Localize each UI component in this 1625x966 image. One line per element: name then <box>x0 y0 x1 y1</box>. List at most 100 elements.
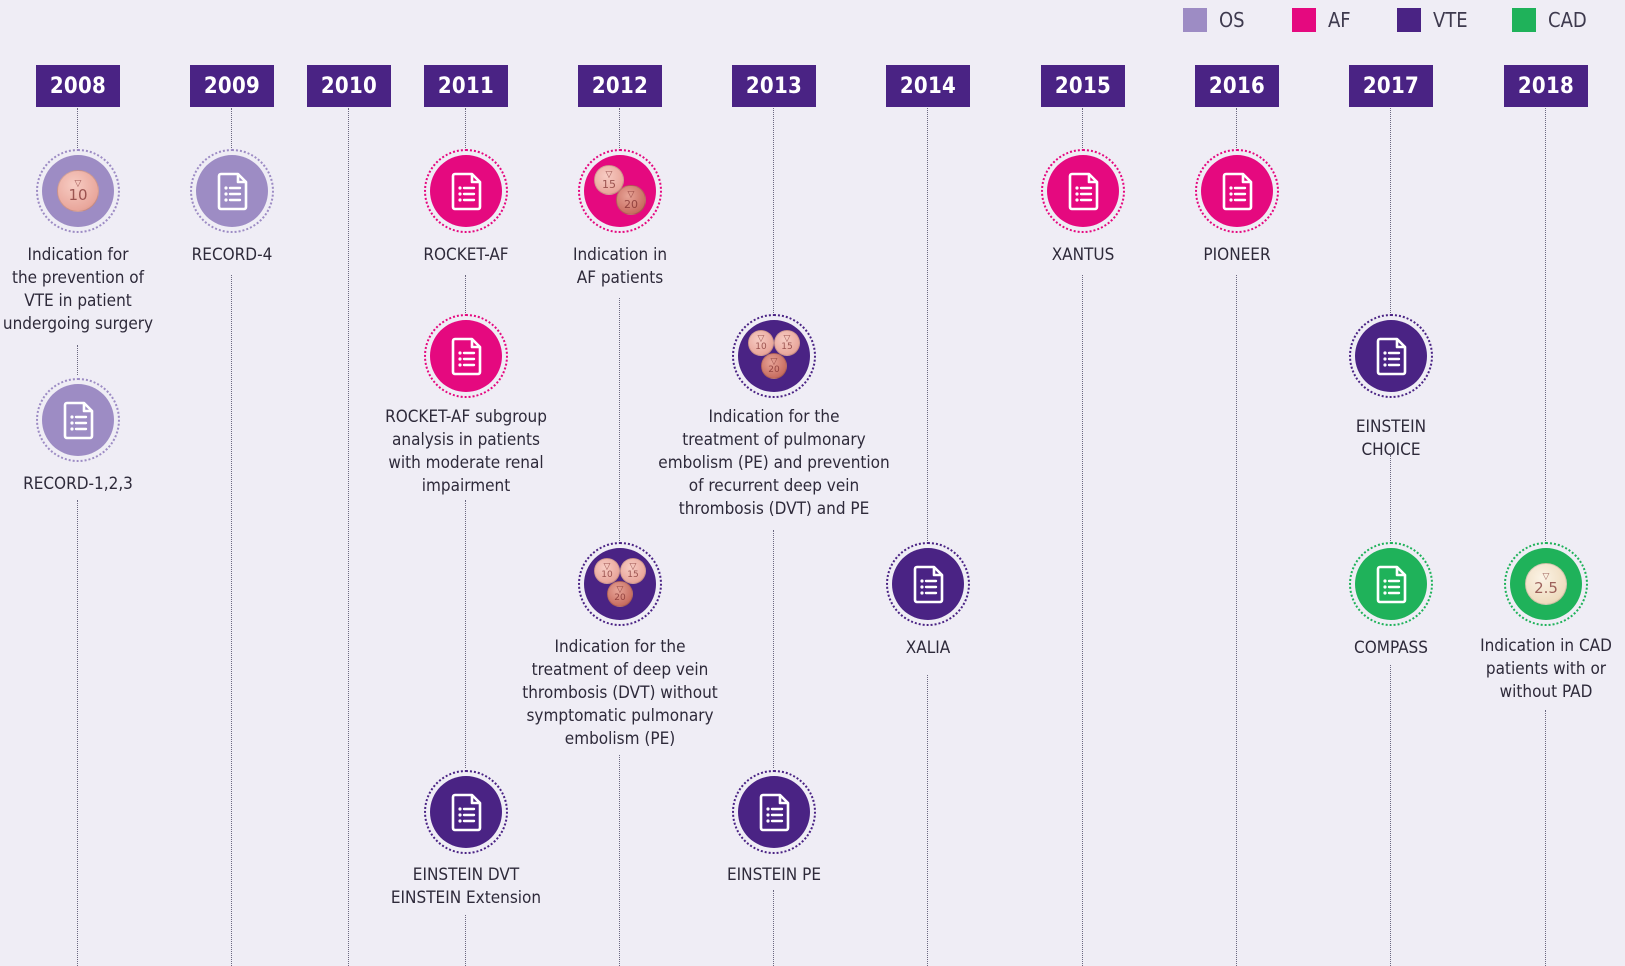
tablet-20: ▽20 <box>607 581 633 607</box>
pill-icon: ▽10 <box>42 155 114 227</box>
year-label-2009: 2009 <box>190 65 274 107</box>
node-disc <box>1355 320 1427 392</box>
node-disc: ▽10▽15▽20 <box>584 548 656 620</box>
node-ring <box>36 149 120 233</box>
event-node-vte <box>424 770 508 854</box>
year-label-2012: 2012 <box>578 65 662 107</box>
node-disc <box>738 776 810 848</box>
node-ring <box>732 770 816 854</box>
node-ring <box>1504 542 1588 626</box>
event-label: EINSTEIN PE <box>726 865 821 885</box>
node-disc <box>430 776 502 848</box>
legend-label: CAD <box>1548 8 1587 32</box>
event-label: Indication in CAD patients with or witho… <box>1480 636 1612 702</box>
node-ring <box>424 149 508 233</box>
document-icon <box>1374 564 1408 604</box>
timeline-connector-2012 <box>619 755 620 966</box>
timeline-connector-2013 <box>773 108 774 313</box>
event-node-cad: ▽2.5 <box>1504 542 1588 626</box>
year-label-2011: 2011 <box>424 65 508 107</box>
legend-item-vte: VTE <box>1397 6 1468 34</box>
node-disc: ▽2.5 <box>1510 548 1582 620</box>
year-label-2008: 2008 <box>36 65 120 107</box>
tablet-2-5: ▽2.5 <box>1525 563 1567 605</box>
pill-icon: ▽10▽15▽20 <box>584 548 656 620</box>
node-ring <box>886 542 970 626</box>
node-disc <box>42 384 114 456</box>
timeline-connector-2011 <box>465 915 466 966</box>
legend-swatch <box>1292 8 1316 32</box>
document-icon <box>449 336 483 376</box>
event-node-vte: ▽10▽15▽20 <box>578 542 662 626</box>
node-ring <box>424 314 508 398</box>
event-node-af <box>424 314 508 398</box>
document-icon <box>1220 171 1254 211</box>
pill-icon: ▽2.5 <box>1510 548 1582 620</box>
node-ring <box>1041 149 1125 233</box>
timeline-connector-2018 <box>1545 710 1546 966</box>
tablet-15: ▽15 <box>620 558 646 584</box>
node-disc <box>1355 548 1427 620</box>
document-icon <box>1066 171 1100 211</box>
document-icon <box>911 564 945 604</box>
timeline-connector-2008 <box>77 108 78 148</box>
timeline-connector-2015 <box>1082 108 1083 148</box>
event-node-cad <box>1349 542 1433 626</box>
node-disc <box>430 155 502 227</box>
timeline-connector-2008 <box>77 345 78 375</box>
timeline-connector-2009 <box>231 108 232 148</box>
node-ring <box>36 378 120 462</box>
event-node-os <box>36 378 120 462</box>
timeline-connector-2013 <box>773 890 774 966</box>
event-label: EINSTEIN CHOICE <box>1355 417 1427 460</box>
event-label: PIONEER <box>1203 245 1271 265</box>
event-label: XALIA <box>905 638 951 658</box>
tablet-20: ▽20 <box>761 353 787 379</box>
tablet-20: ▽20 <box>616 185 646 215</box>
tablet-10: ▽10 <box>57 170 99 212</box>
year-label-2014: 2014 <box>886 65 970 107</box>
event-label: ROCKET-AF subgroup analysis in patients … <box>385 407 547 496</box>
legend-label: AF <box>1328 8 1351 32</box>
node-disc <box>1201 155 1273 227</box>
year-label-2017: 2017 <box>1349 65 1433 107</box>
event-node-af: ▽15▽20 <box>578 149 662 233</box>
legend-label: OS <box>1219 8 1245 32</box>
event-label: ROCKET-AF <box>423 245 509 265</box>
document-icon <box>1374 336 1408 376</box>
year-label-2010: 2010 <box>307 65 391 107</box>
timeline-connector-2013 <box>773 530 774 768</box>
timeline-connector-2012 <box>619 108 620 148</box>
node-ring <box>190 149 274 233</box>
legend-swatch <box>1397 8 1421 32</box>
event-label: RECORD-4 <box>191 245 273 265</box>
document-icon <box>449 171 483 211</box>
timeline-connector-2017 <box>1390 455 1391 541</box>
legend-item-cad: CAD <box>1512 6 1587 34</box>
timeline-connector-2017 <box>1390 108 1391 313</box>
document-icon <box>61 400 95 440</box>
event-label: RECORD-1,2,3 <box>23 474 133 494</box>
node-ring <box>1349 542 1433 626</box>
node-ring <box>732 314 816 398</box>
event-node-af <box>424 149 508 233</box>
timeline-connector-2012 <box>619 298 620 541</box>
timeline-connector-2017 <box>1390 665 1391 966</box>
timeline-connector-2016 <box>1236 108 1237 148</box>
event-label: Indication for the prevention of VTE in … <box>2 245 154 334</box>
node-ring <box>424 770 508 854</box>
event-label: XANTUS <box>1051 245 1115 265</box>
node-ring <box>578 149 662 233</box>
document-icon <box>215 171 249 211</box>
timeline-connector-2011 <box>465 275 466 313</box>
tablet-15: ▽15 <box>774 330 800 356</box>
event-label: Indication in AF patients <box>572 245 668 288</box>
timeline-connector-2011 <box>465 500 466 768</box>
timeline-connector-2018 <box>1545 108 1546 541</box>
pill-icon: ▽10▽15▽20 <box>738 320 810 392</box>
event-node-af <box>1041 149 1125 233</box>
tablet-10: ▽10 <box>748 330 774 356</box>
node-disc: ▽10▽15▽20 <box>738 320 810 392</box>
node-ring <box>1349 314 1433 398</box>
